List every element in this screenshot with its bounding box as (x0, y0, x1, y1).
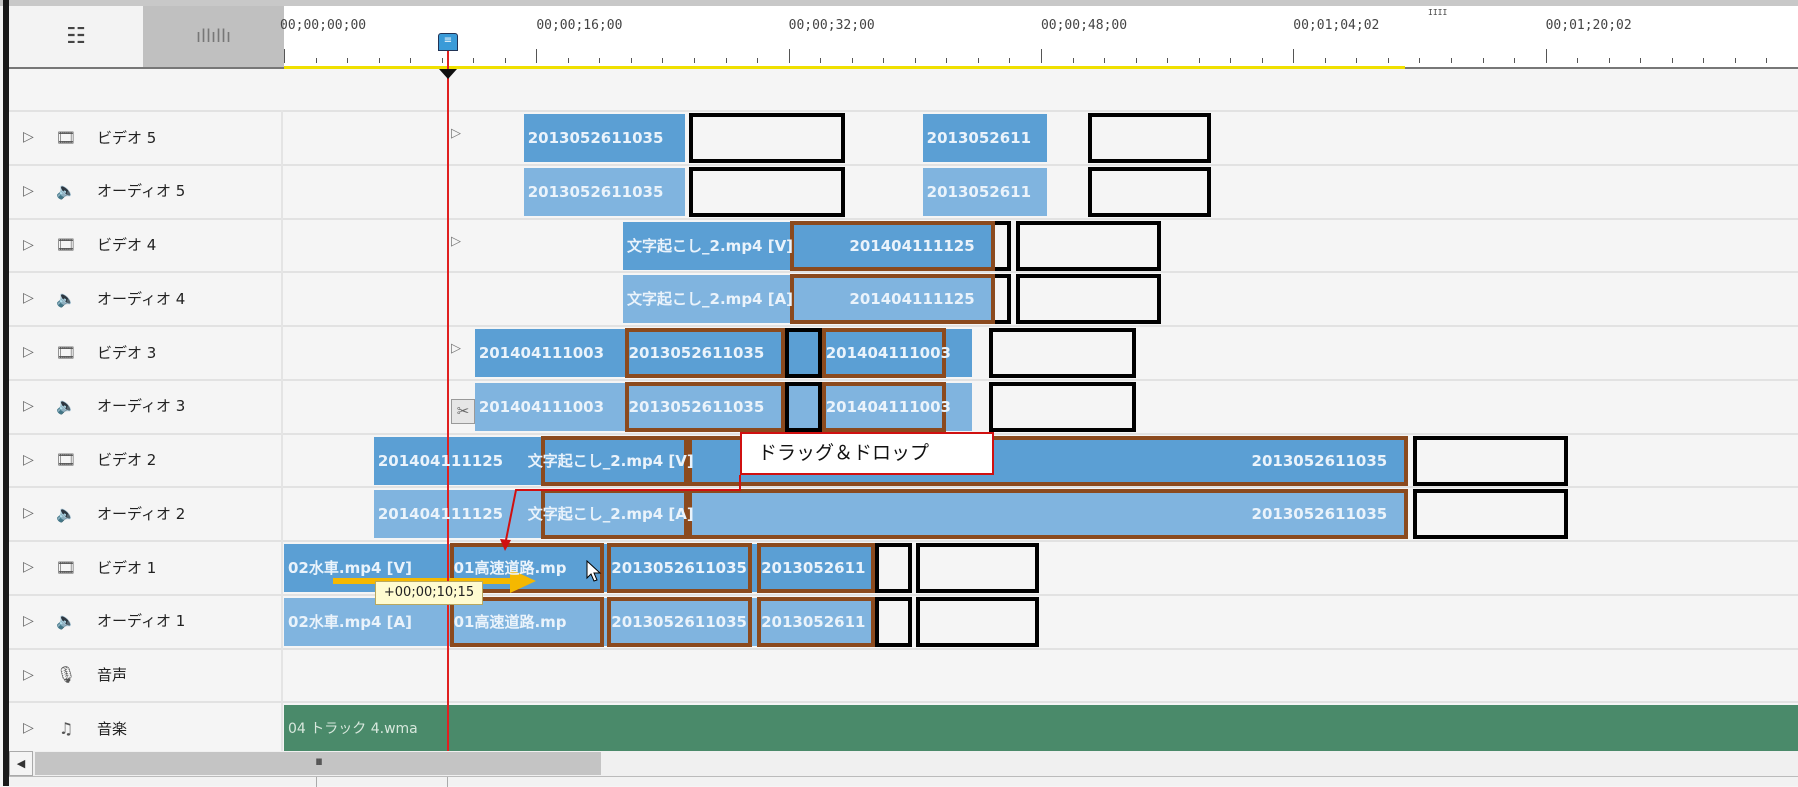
mouse-cursor-icon (586, 560, 602, 582)
drag-drop-callout: ドラッグ＆ドロップ (740, 432, 994, 475)
offset-tooltip: +00;00;10;15 (375, 581, 483, 605)
